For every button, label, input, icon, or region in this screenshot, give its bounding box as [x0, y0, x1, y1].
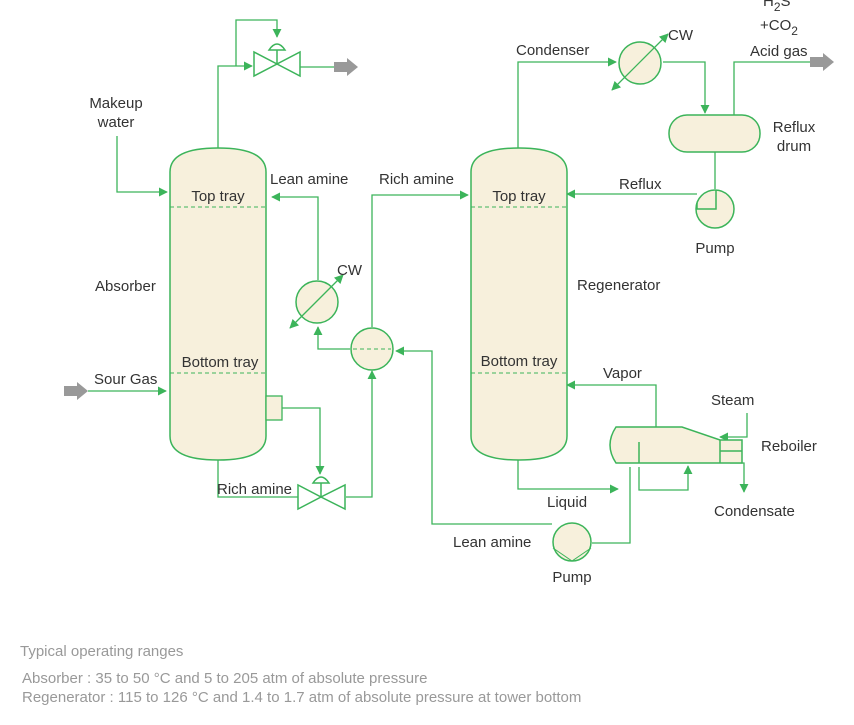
- absorber-label: Absorber: [95, 278, 156, 295]
- vapor-label: Vapor: [603, 365, 642, 382]
- makeup-water-line: [116, 136, 168, 197]
- steam-line: [719, 413, 748, 442]
- makeup-water-label-line2: water: [97, 114, 135, 131]
- rich-amine-to-regenerator-line: [371, 190, 469, 327]
- hex-to-cooler-line: [313, 326, 350, 350]
- steam-label: Steam: [711, 392, 754, 409]
- reboiler-to-pump-line: [592, 467, 631, 544]
- rich-amine-to-hex-line: [346, 370, 377, 498]
- regenerator-range-note: Regenerator : 115 to 126 °C and 1.4 to 1…: [22, 689, 582, 706]
- rich-amine-bottom-label: Rich amine: [217, 481, 292, 498]
- lean-amine-pump-label: Pump: [552, 569, 591, 586]
- reboiler-outlet-line: [638, 465, 693, 491]
- h2s-label: H2S: [763, 0, 791, 14]
- liquid-to-reboiler-line: [517, 460, 619, 494]
- valve-bypass-line: [235, 19, 282, 66]
- reboiler-label: Reboiler: [761, 438, 817, 455]
- lean-amine-bottom-label: Lean amine: [453, 534, 531, 551]
- condenser-label: Condenser: [516, 42, 589, 59]
- cw-right-label: CW: [668, 27, 694, 44]
- lean-amine-return-line: [395, 346, 552, 525]
- sour-gas-label: Sour Gas: [94, 371, 157, 388]
- absorber-top-tray-label: Top tray: [191, 188, 245, 205]
- makeup-water-label: Makeup: [89, 95, 142, 112]
- acid-gas-outlet-arrow-icon: [810, 53, 834, 71]
- acid-gas-label: Acid gas: [750, 43, 808, 60]
- absorber-overhead-line: [217, 61, 253, 148]
- reflux-drum-icon: [668, 114, 761, 153]
- absorber-bottom-tray-label: Bottom tray: [182, 354, 259, 371]
- lean-amine-top-label: Lean amine: [270, 171, 348, 188]
- rich-amine-top-label: Rich amine: [379, 171, 454, 188]
- reboiler-icon: [609, 426, 743, 464]
- regenerator-column: [470, 147, 568, 461]
- absorber-column: [169, 147, 283, 461]
- absorber-bottoms-line: [217, 460, 298, 498]
- reflux-pump-label: Pump: [695, 240, 734, 257]
- lean-amine-to-absorber-line: [271, 192, 319, 280]
- absorber-range-note: Absorber : 35 to 50 °C and 5 to 205 atm …: [22, 670, 428, 687]
- condenser-icon: [611, 33, 669, 91]
- reflux-label: Reflux: [619, 176, 662, 193]
- condensate-label: Condensate: [714, 503, 795, 520]
- absorber-outlet-arrow-icon: [334, 58, 358, 76]
- reflux-pump-icon: [695, 189, 735, 229]
- top-control-valve-icon: [253, 43, 301, 78]
- condensate-line: [730, 462, 749, 493]
- acid-gas-line: [733, 61, 812, 115]
- regenerator-top-tray-label: Top tray: [492, 188, 546, 205]
- sour-gas-inlet-arrow-icon: [64, 382, 88, 400]
- reflux-drum-label: Reflux: [773, 119, 816, 136]
- lean-amine-cooler-icon: [289, 274, 344, 329]
- regenerator-bottom-tray-label: Bottom tray: [481, 353, 558, 370]
- lean-amine-pump-icon: [552, 522, 592, 562]
- condenser-to-drum-line: [663, 61, 710, 114]
- co2-label: +CO2: [760, 17, 798, 38]
- vapor-return-line: [566, 380, 657, 427]
- absorber-side-draw-line: [282, 407, 325, 475]
- rich-amine-valve-icon: [297, 476, 346, 511]
- reflux-drum-label-line2: drum: [777, 138, 811, 155]
- lean-rich-heat-exchanger-icon: [350, 327, 394, 371]
- cw-left-label: CW: [337, 262, 363, 279]
- operating-ranges-title: Typical operating ranges: [20, 643, 184, 660]
- liquid-label: Liquid: [547, 494, 587, 511]
- regenerator-overhead-line: [517, 57, 617, 148]
- regenerator-label: Regenerator: [577, 277, 660, 294]
